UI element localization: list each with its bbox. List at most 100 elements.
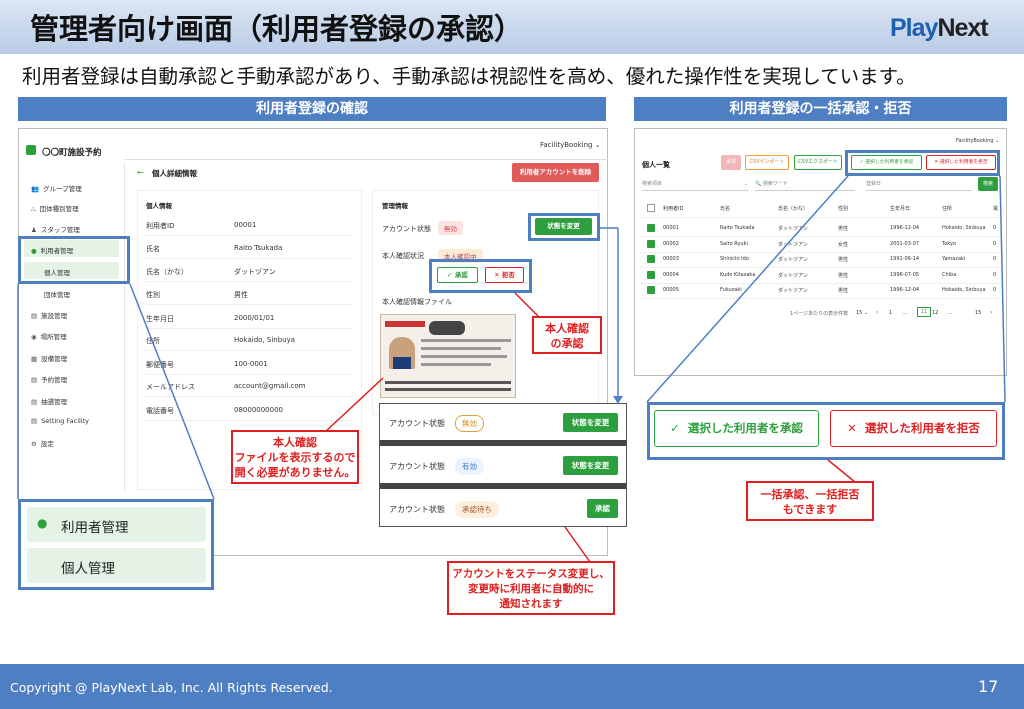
zoom-personal-mgmt[interactable] [27,548,206,583]
sidebar-item-label: 抽選管理 [41,398,68,406]
search-button[interactable]: 検索 [978,177,998,191]
list-approve-button[interactable]: 承認 [721,155,741,170]
id-card-line [421,347,501,350]
sidebar-item-10[interactable]: ▤抽選管理 [31,396,67,406]
account-menu[interactable]: FacilityBooking ⌄ [540,141,601,149]
back-arrow-icon[interactable]: ← [137,168,144,177]
sidebar-item-5[interactable]: 団体管理 [44,289,70,299]
bulk-link-left [646,175,849,403]
table-cell: 0 [993,271,997,278]
callout-file-preview: 本人確認 ファイルを表示するので 開く必要がありません。 [231,430,359,484]
bulk-reject-button[interactable]: ✕ 選択した利用者を拒否 [830,410,997,447]
sidebar-item-label: 予約管理 [41,376,68,384]
change-status-button[interactable]: 状態を変更 [535,218,592,235]
sidebar-item-0[interactable]: 👥グループ管理 [31,183,82,193]
row-checkbox[interactable] [647,270,655,279]
row-checkbox[interactable] [647,286,655,294]
page-number-button[interactable]: … [947,310,952,316]
page-number: 17 [978,677,999,696]
account-menu-right[interactable]: FacilityBooking ⌄ [956,138,1000,144]
id-card-image[interactable] [380,314,516,398]
page-number-button[interactable]: … [903,310,908,316]
sidebar-item-9[interactable]: ▤予約管理 [31,374,67,384]
field-label: 利用者ID [146,222,175,230]
field-divider [146,304,352,305]
sidebar-item-bg [24,262,119,279]
sidebar-item-label: 場所管理 [40,333,67,341]
row-checkbox[interactable] [647,239,655,248]
csv-export-button[interactable]: CSVエクスポート [794,155,842,170]
status-action-button[interactable]: 承認 [587,499,618,518]
sidebar-item-6[interactable]: ▤施設管理 [31,310,67,320]
sidebar-icon: ▤ [31,376,38,384]
sidebar-item-label: スタッフ管理 [40,226,80,234]
id-card-line [421,355,507,358]
sidebar-item-4[interactable]: 個人管理 [44,267,70,277]
person-icon: ● [37,516,48,530]
table-cell: Saito Ryuki [720,240,748,247]
status-action-button[interactable]: 状態を変更 [563,456,618,475]
table-cell: 0 [993,225,997,231]
csv-import-button[interactable]: CSVインポート [745,155,789,170]
date-filter[interactable]: 登録日 [866,177,972,191]
bulk-reject-button-small[interactable]: ✕ 選択した利用者を拒否 [926,155,996,170]
id-card-photo-suit [393,357,411,369]
filter-select[interactable]: 検索項目⌄ [642,177,748,191]
page-next-icon[interactable]: › [990,309,993,316]
page-number-button[interactable]: 1 [889,310,893,316]
row-checkbox[interactable] [647,224,655,232]
field-label: 氏名（かな） [146,268,188,276]
bulk-approve-button[interactable]: ✓ 選択した利用者を承認 [654,410,819,447]
sidebar-item-1[interactable]: ⛬団体種別管理 [31,203,79,214]
sidebar-item-8[interactable]: ▦設備管理 [31,353,67,363]
sidebar-item-11[interactable]: ▤Setting Facility [31,417,89,425]
bulk-link-right [999,175,1006,403]
sidebar-item-label: 施設管理 [41,312,68,320]
personal-heading: 個人情報 [146,202,172,210]
field-value: Raito Tsukada [234,244,283,252]
page-number-button[interactable]: 15 [975,310,982,316]
status-action-button[interactable]: 状態を変更 [563,413,618,432]
page-prev-icon[interactable]: ‹ [876,309,879,316]
sidebar-item-bg [24,240,119,257]
delete-account-button[interactable]: 利用者アカウントを削除 [512,163,599,182]
field-value: ダットヅアン [234,268,276,276]
approve-button[interactable]: ✓ 承認 [437,267,478,283]
zoom-user-mgmt[interactable] [27,507,206,542]
field-divider [146,281,352,282]
detail-title: 個人詳細情報 [152,169,197,178]
reject-button[interactable]: ✕ 拒否 [485,267,524,283]
left-heading: 利用者登録の確認 [18,97,606,121]
sidebar-icon: ▤ [31,398,38,406]
per-page-select[interactable]: 15 ⌄ [856,310,869,316]
identity-label: 本人確認状況 [382,252,424,260]
id-card-line [421,363,491,366]
sidebar-item-12[interactable]: ⚙設定 [31,438,54,448]
status-badge: 有効 [455,458,484,475]
sidebar-icon: ▦ [31,355,38,363]
id-card-line [421,339,511,342]
row-checkbox[interactable] [647,255,655,263]
table-header: 住所 [942,206,953,212]
header-checkbox[interactable] [647,204,655,212]
field-divider [146,350,352,351]
table-cell: 男性 [838,272,849,279]
sidebar-item-2[interactable]: ♟スタッフ管理 [31,224,80,234]
table-row-divider [640,236,1000,237]
table-cell: Yamazaki [942,256,966,262]
app-logo-icon [26,145,36,155]
sidebar-item-3[interactable]: ●利用者管理 [31,245,73,255]
page-number-button[interactable]: 11 [917,307,932,317]
list-title: 個人一覧 [642,161,670,169]
status-row-separator [380,483,626,489]
table-cell: 00002 [663,240,679,247]
table-cell: 00003 [663,256,679,262]
table-row-divider [640,267,1000,268]
bulk-approve-button-small[interactable]: ✓ 選択した利用者を承認 [851,155,922,170]
sidebar-item-7[interactable]: ◉場所管理 [31,331,67,341]
id-card-mrz [385,381,511,384]
page-number-button[interactable]: 12 [932,310,939,316]
sidebar-item-label: Setting Facility [41,417,90,425]
callout4-pointer [827,459,856,483]
search-input[interactable]: 🔍 検索ワード [755,177,855,191]
